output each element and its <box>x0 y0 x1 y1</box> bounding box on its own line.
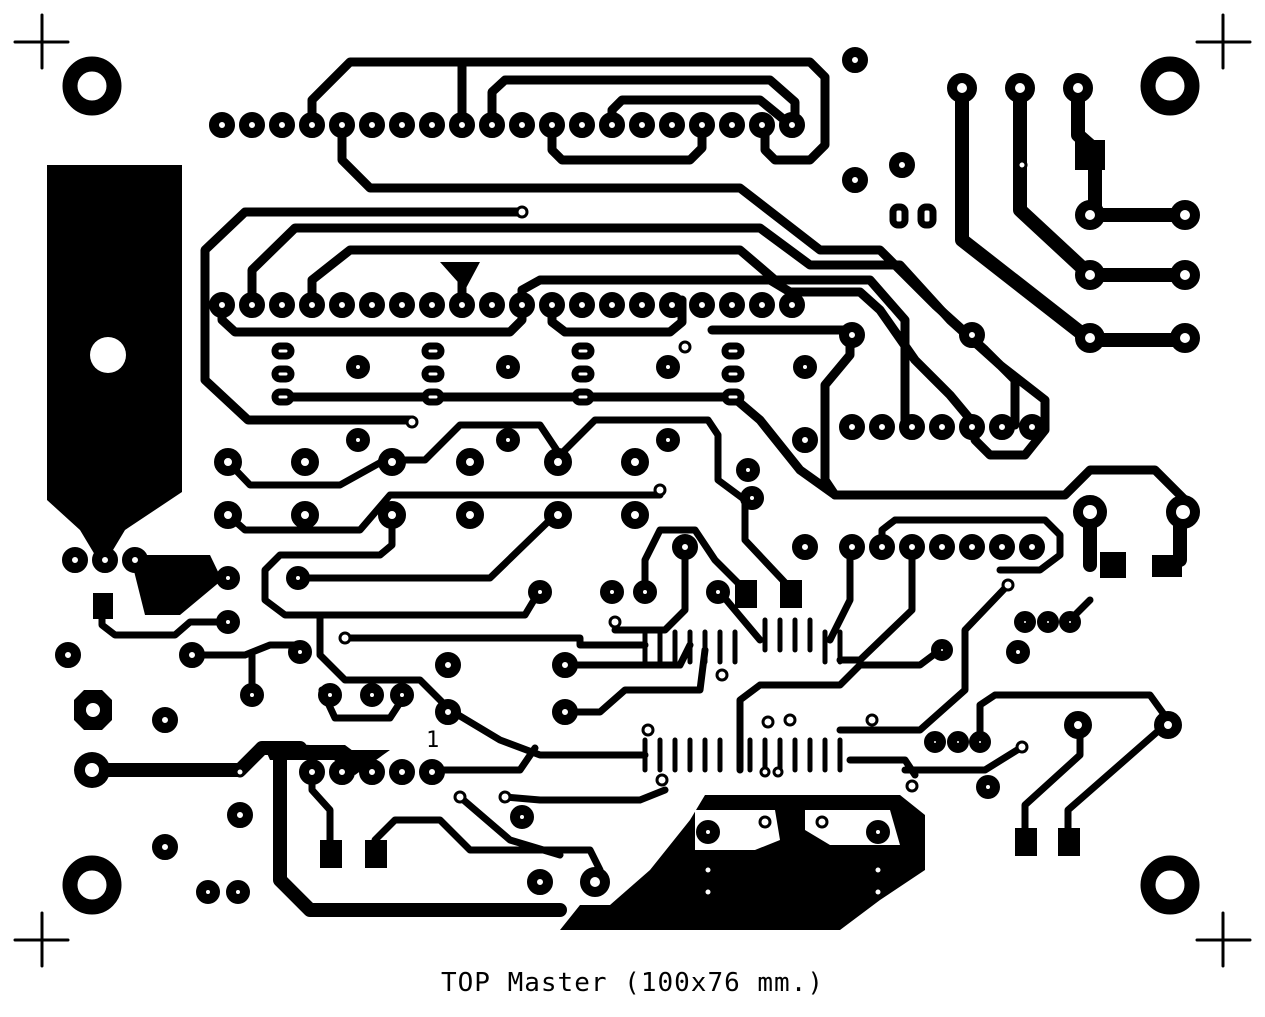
pin-1-marker: 1 <box>426 728 440 753</box>
vias <box>234 159 1029 898</box>
rect-pads <box>93 140 1182 868</box>
round-pads <box>55 47 1200 904</box>
mounting-hole-icon <box>62 56 1200 915</box>
ic-qfp-pads <box>642 617 843 773</box>
registration-cross-icon <box>13 13 1252 968</box>
trace-group-medium <box>200 57 1190 520</box>
board-caption: TOP Master (100x76 mm.) <box>440 968 825 998</box>
small-pads <box>271 203 937 406</box>
trace-group-thin <box>98 416 1172 874</box>
octagon-pad <box>74 690 112 788</box>
